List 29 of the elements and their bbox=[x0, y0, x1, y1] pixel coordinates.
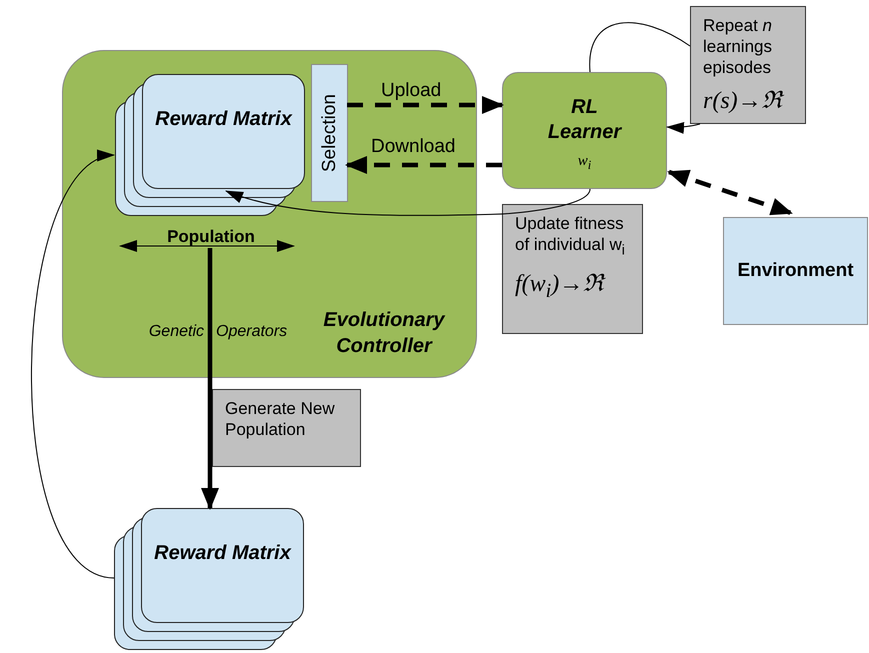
connector-arrow bbox=[666, 122, 700, 134]
learner-box bbox=[502, 72, 667, 189]
population-label: Population bbox=[151, 227, 271, 249]
note-text: Generate New Population bbox=[225, 398, 336, 440]
formula: f(w$_{i}$)→ℜ bbox=[515, 265, 634, 304]
card-title: Reward Matrix bbox=[155, 107, 292, 132]
formula: r(s)→ℜ bbox=[703, 82, 797, 115]
card-title: Reward Matrix bbox=[154, 541, 291, 566]
bar-label: Selection bbox=[318, 94, 340, 172]
connector-arrow bbox=[225, 190, 502, 216]
box-title: Environment bbox=[737, 260, 854, 282]
controller-panel bbox=[62, 50, 477, 378]
note-box bbox=[502, 204, 643, 334]
edge-label: Genetic Operators bbox=[148, 323, 288, 341]
math-symbol: w$_{i}$ bbox=[578, 153, 592, 173]
panel-title: Evolutionary Controller bbox=[322, 308, 446, 359]
note-text: Repeat n learnings episodes bbox=[703, 15, 774, 78]
environment-box bbox=[723, 217, 868, 325]
card-stack bbox=[115, 74, 305, 217]
note-text: Update fitness of individual w$_{i}$ bbox=[515, 213, 626, 260]
selection-bar bbox=[311, 64, 348, 202]
note-box bbox=[690, 6, 806, 124]
connector-arrow bbox=[201, 248, 219, 510]
card-stack bbox=[114, 508, 304, 651]
box-title: RL Learner bbox=[546, 95, 623, 145]
connector-arrow bbox=[347, 96, 504, 114]
note-box bbox=[212, 389, 361, 467]
connector-arrow bbox=[667, 170, 793, 216]
connector-arrow bbox=[345, 156, 502, 174]
